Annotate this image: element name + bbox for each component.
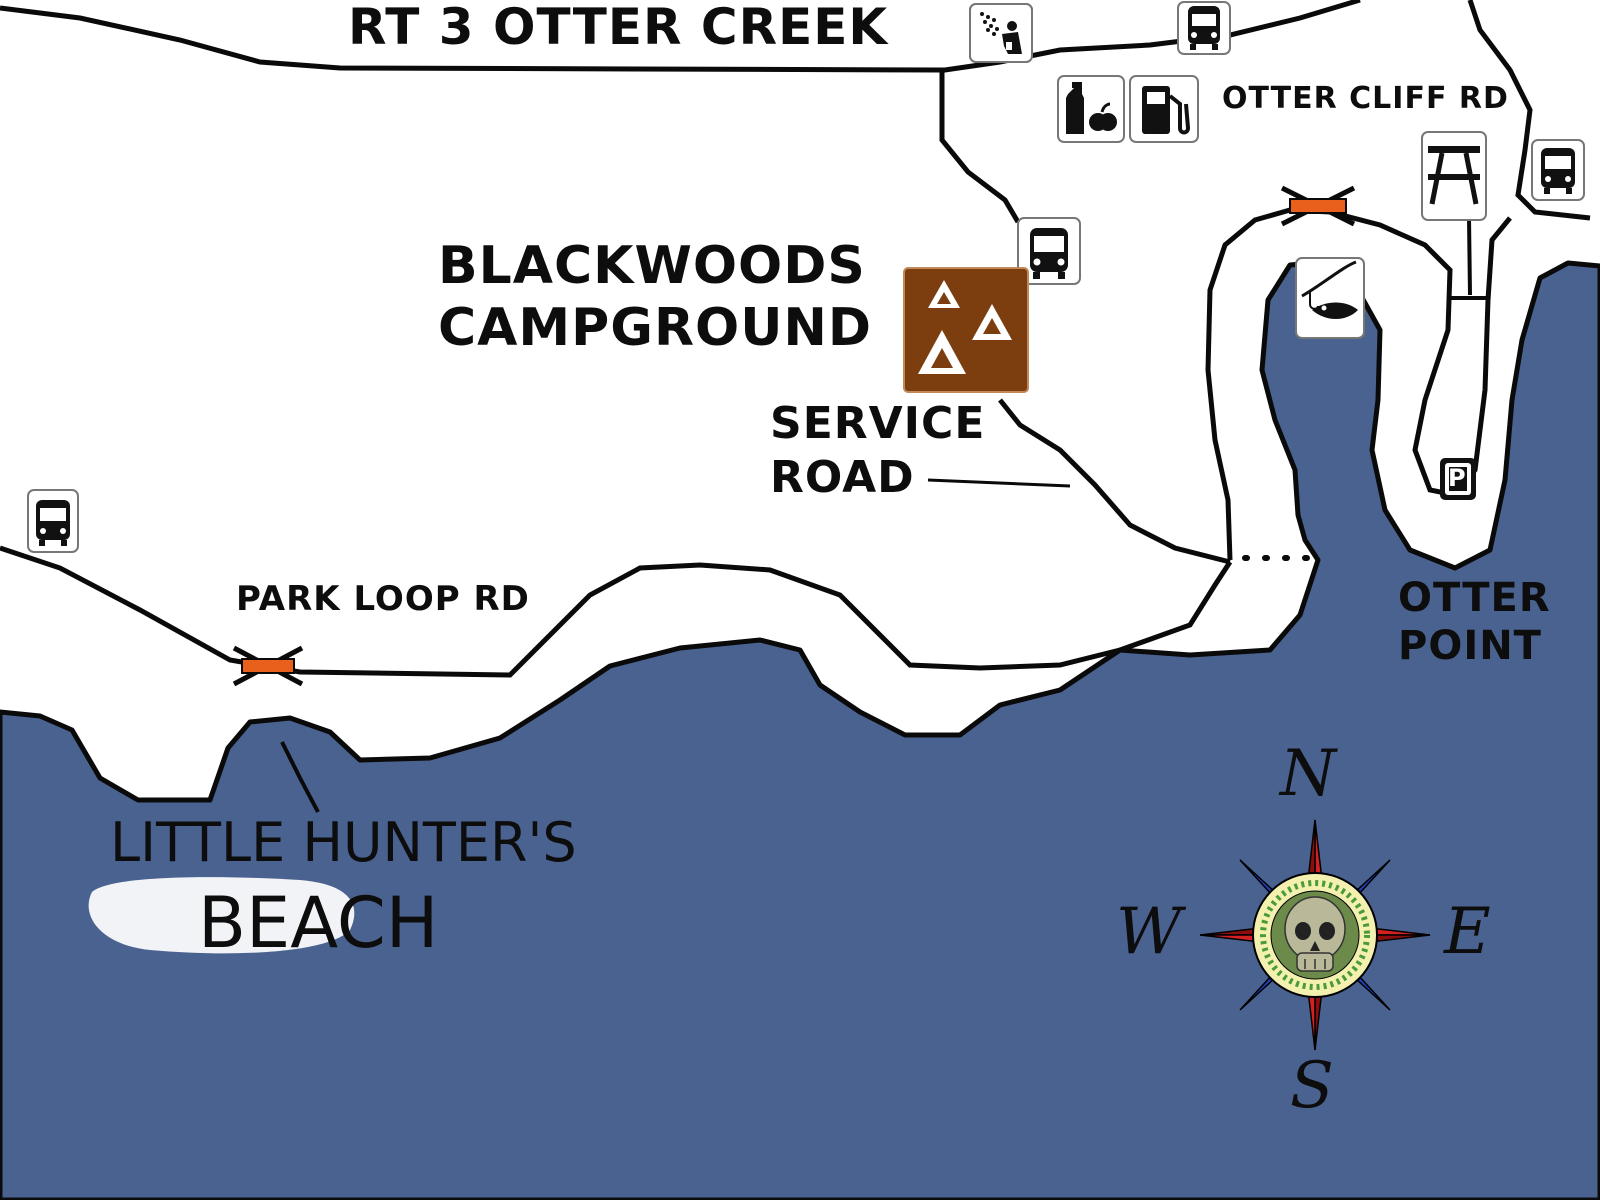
- beach-label-line2: BEACH: [198, 882, 439, 964]
- fuel-pump-icon[interactable]: [1128, 74, 1200, 144]
- service-road-pointer: [927, 478, 1071, 488]
- parking-icon[interactable]: [1438, 456, 1478, 502]
- otter-cliff-edge: [1467, 0, 1591, 221]
- gate-icon: [232, 645, 304, 687]
- otter-point-label-line2: POINT: [1398, 623, 1542, 669]
- upper-connector-road: [939, 70, 1021, 224]
- otter-point-label-line1: OTTER: [1398, 575, 1551, 621]
- bus-icon[interactable]: [1176, 0, 1232, 56]
- bus-icon[interactable]: [26, 488, 80, 554]
- skull-icon: [1284, 896, 1346, 972]
- campground-label-line2: CAMPGROUND: [438, 298, 873, 358]
- beach-label-line1: LITTLE HUNTER'S: [110, 811, 577, 874]
- park-loop-rd-label: PARK LOOP RD: [236, 579, 530, 619]
- campground-label-line1: BLACKWOODS: [438, 236, 866, 296]
- bus-icon[interactable]: [1016, 216, 1082, 286]
- shower-icon[interactable]: [968, 2, 1034, 64]
- picnic-table-icon[interactable]: [1420, 130, 1488, 222]
- service-road-label-line2: ROAD: [770, 452, 915, 503]
- fishing-icon[interactable]: [1294, 256, 1366, 340]
- compass-north-label: N: [1280, 737, 1336, 811]
- service-road-line: [998, 398, 1231, 565]
- bus-icon[interactable]: [1530, 138, 1586, 202]
- otter-cliff-loop-outer: [1205, 207, 1512, 561]
- campground-tent-icon[interactable]: [902, 266, 1030, 394]
- gate-icon: [1280, 185, 1356, 227]
- otter-cliff-rd-label: OTTER CLIFF RD: [1222, 81, 1509, 116]
- water-area: [0, 259, 1600, 1200]
- parking-letter: P: [1448, 464, 1467, 492]
- park-loop-road-line: [0, 545, 1233, 678]
- rt3-label: RT 3 OTTER CREEK: [348, 0, 889, 56]
- compass-east-label: E: [1444, 895, 1491, 969]
- beach-sand: [88, 877, 355, 954]
- beach-pointer: [280, 741, 320, 813]
- compass-south-label: S: [1290, 1049, 1334, 1123]
- service-road-label-line1: SERVICE: [770, 398, 986, 449]
- rt3-road-line: [0, 0, 1361, 73]
- compass-rose-icon: [1199, 819, 1431, 1051]
- groceries-icon[interactable]: [1056, 74, 1126, 144]
- compass-west-label: W: [1116, 895, 1182, 969]
